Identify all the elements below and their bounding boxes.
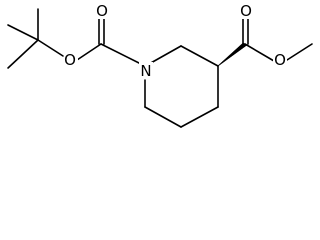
boc-carbonyl-nitrogen-bond — [100, 43, 142, 65]
piperidine-ring — [144, 45, 219, 128]
ester-carbonyl-oxygen-bond — [244, 43, 275, 62]
methyl-ester-group — [242, 18, 313, 62]
ester-oxygen-methyl-bond — [286, 43, 313, 61]
ring-bond-c2-c3 — [180, 45, 219, 67]
ring-bond-c5-c6 — [144, 106, 182, 128]
ester-ether-oxygen-label: O — [274, 51, 286, 69]
tert-butyl-group — [7, 8, 64, 69]
boc-carbonyl-oxygen-label: O — [96, 2, 108, 20]
tbutyl-oxygen-bond — [37, 39, 64, 57]
stereo-wedge-bond — [216, 42, 248, 67]
tbutyl-methyl-left-bond — [7, 24, 39, 41]
ring-nitrogen-label: N — [140, 62, 151, 80]
chemical-structure-diagram: O O N O O — [7, 2, 313, 128]
boc-carbamate-group — [76, 17, 142, 65]
boc-ether-oxygen-label: O — [64, 51, 76, 69]
ring-bond-n-c2 — [148, 45, 182, 65]
atom-labels: O O N O O — [64, 2, 287, 80]
ether-oxygen-carbonyl-bond — [76, 43, 102, 61]
ring-bond-c4-c5 — [180, 106, 219, 128]
tbutyl-methyl-bottom-bond — [7, 39, 39, 69]
ester-carbonyl-oxygen-label: O — [240, 2, 252, 20]
